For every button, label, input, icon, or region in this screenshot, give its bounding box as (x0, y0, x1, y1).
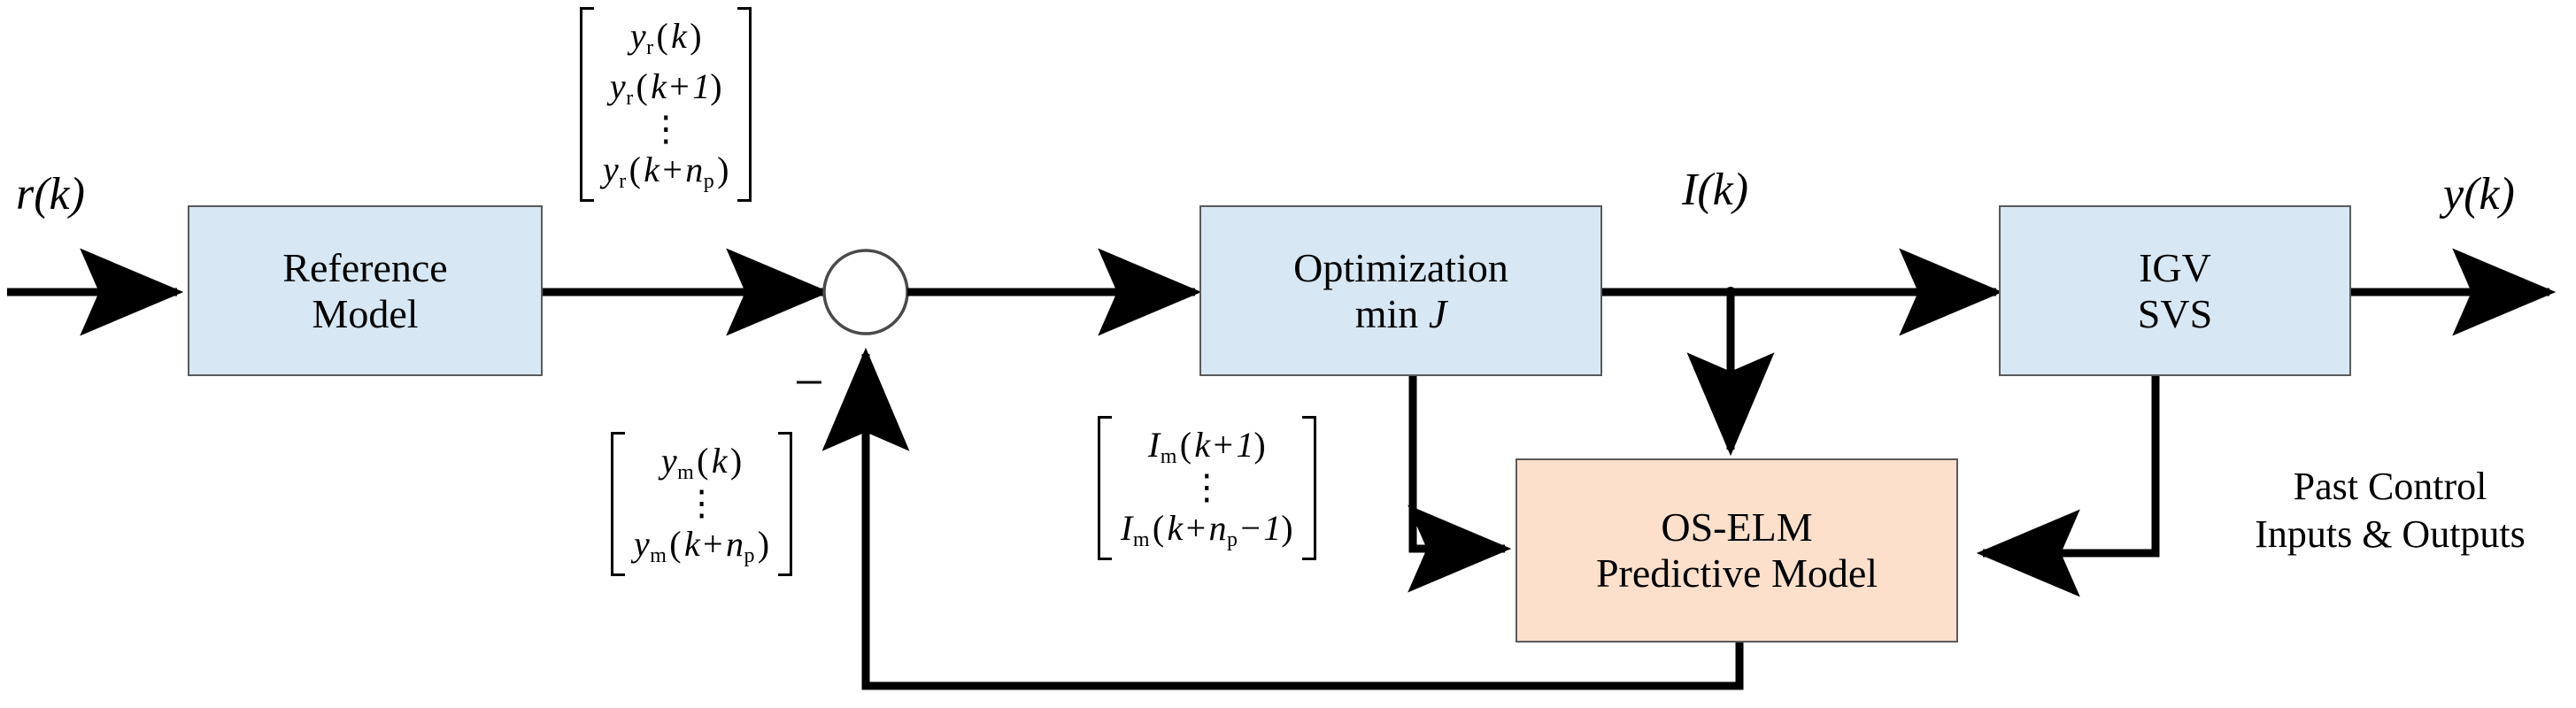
past-control-line1: Past Control (2293, 465, 2487, 508)
vector-row: ym ( k + np ) (634, 523, 770, 568)
label-control-signal: I(k) (1682, 165, 1749, 215)
past-control-line2: Inputs & Outputs (2255, 512, 2526, 556)
vector-model-input: Im ( k + 1) ⋮ Im ( k + np − 1) (1098, 416, 1316, 561)
wire-oselm-feedback-to-sum (821, 347, 1744, 690)
optimization-line1: Optimization (1293, 244, 1508, 290)
wire-optimization-branch-to-oselm (1408, 376, 1512, 593)
block-igv-svs[interactable]: IGV SVS (1999, 205, 2351, 376)
label-past-control-inputs-outputs: Past Control Inputs & Outputs (2222, 463, 2558, 558)
bracket-left (580, 7, 594, 203)
wire-igv-feedback-to-oselm (1976, 376, 2160, 597)
vector-rows: Im ( k + 1) ⋮ Im ( k + np − 1) (1112, 416, 1302, 560)
os-elm-line2: Predictive Model (1595, 550, 1878, 596)
block-reference-model[interactable]: Reference Model (188, 205, 543, 376)
vector-row-dots: ⋮ (648, 109, 684, 150)
vector-row: Im ( k + 1) (1147, 425, 1266, 469)
label-input-signal: r(k) (16, 169, 85, 219)
reference-model-line2: Model (312, 290, 419, 336)
bracket-right (737, 7, 752, 203)
wire-ik-branch-to-oselm (1686, 287, 1775, 457)
vector-rows: ym ( k ) ⋮ ym ( k + np ) (625, 432, 778, 576)
block-optimization[interactable]: Optimization min J (1199, 205, 1602, 376)
label-minus-sign: − (791, 353, 827, 412)
bracket-left (1098, 416, 1112, 561)
bracket-right (1301, 416, 1316, 561)
vector-row-dots: ⋮ (683, 483, 720, 524)
vector-row-dots: ⋮ (1189, 467, 1225, 508)
summing-junction (822, 249, 909, 335)
bracket-left (611, 432, 625, 577)
igv-svs-line2: SVS (2137, 290, 2213, 336)
bracket-right (778, 432, 793, 577)
vector-row: yr ( k + 1) (609, 66, 722, 111)
vector-row: ym ( k ) (660, 441, 743, 485)
block-os-elm-predictive-model[interactable]: OS-ELM Predictive Model (1516, 458, 1958, 643)
vector-model-output: ym ( k ) ⋮ ym ( k + np ) (611, 432, 793, 577)
label-output-signal: y(k) (2443, 169, 2515, 219)
vector-rows: yr ( k ) yr ( k + 1) ⋮ yr ( k + np ) (594, 7, 737, 202)
vector-row: yr ( k ) (629, 16, 702, 60)
vector-reference-trajectory: yr ( k ) yr ( k + 1) ⋮ yr ( k + np ) (580, 7, 752, 203)
vector-row: Im ( k + np − 1) (1121, 507, 1293, 552)
reference-model-line1: Reference (282, 244, 448, 290)
optimization-line2: min J (1354, 290, 1447, 336)
os-elm-line1: OS-ELM (1661, 504, 1813, 550)
vector-row: yr ( k + np ) (603, 150, 729, 194)
igv-svs-line1: IGV (2139, 244, 2211, 290)
